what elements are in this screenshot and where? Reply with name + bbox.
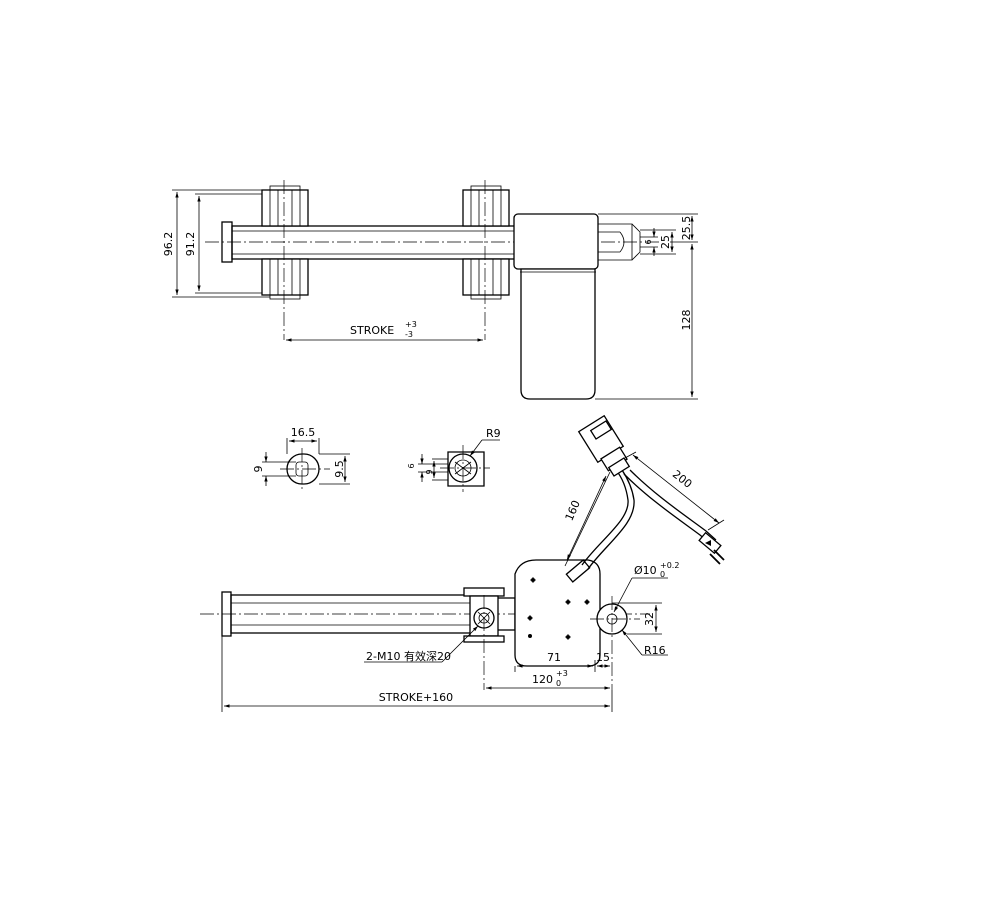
right-bracket <box>462 180 510 340</box>
svg-text:120: 120 <box>532 673 553 686</box>
svg-text:96.2: 96.2 <box>162 232 175 257</box>
plug-end <box>698 531 725 565</box>
svg-text:128: 128 <box>680 310 693 331</box>
cable <box>581 469 629 566</box>
motor-body <box>520 268 596 400</box>
dim-r16: R16 <box>621 629 668 657</box>
svg-text:+0.2: +0.2 <box>660 561 679 570</box>
svg-text:91.2: 91.2 <box>184 232 197 257</box>
dim-hole-dia: Ø10 +0.2 0 <box>613 561 679 613</box>
svg-text:6: 6 <box>407 463 416 468</box>
svg-text:STROKE: STROKE <box>350 324 394 337</box>
svg-text:25.5: 25.5 <box>680 216 693 241</box>
dim-96-2: 96.2 <box>162 189 270 298</box>
dim-128: 128 <box>595 244 698 400</box>
dim-15: 15 <box>596 651 610 668</box>
svg-text:Ø10: Ø10 <box>634 564 657 577</box>
dim-25: 25 <box>640 229 676 255</box>
svg-text:+3: +3 <box>556 669 568 678</box>
dim-32: 32 <box>612 602 662 635</box>
connector-head <box>577 414 631 477</box>
end-view: 16.5 9 9.5 <box>252 426 350 490</box>
svg-text:R9: R9 <box>486 427 501 440</box>
left-bracket <box>261 180 309 340</box>
dim-6: 6 <box>640 228 658 256</box>
svg-text:STROKE+160: STROKE+160 <box>379 691 453 704</box>
top-view: 96.2 91.2 STROKE +3 -3 25.5 <box>162 180 698 400</box>
svg-text:2-M10 有效深20: 2-M10 有效深20 <box>366 649 451 663</box>
dim-total-length: STROKE+160 <box>221 636 613 712</box>
svg-text:9.5: 9.5 <box>333 460 346 478</box>
svg-text:-3: -3 <box>405 330 413 339</box>
svg-text:R16: R16 <box>644 644 666 657</box>
svg-text:9: 9 <box>425 469 434 474</box>
svg-text:71: 71 <box>547 651 561 664</box>
clevis-view: R9 6 9 <box>407 427 501 492</box>
dim-71: 71 <box>514 651 596 672</box>
svg-text:160: 160 <box>563 498 583 522</box>
svg-text:32: 32 <box>643 612 656 626</box>
thread-note: 2-M10 有效深20 <box>364 625 479 663</box>
svg-text:6: 6 <box>644 239 653 244</box>
svg-text:16.5: 16.5 <box>291 426 316 439</box>
dim-91-2: 91.2 <box>184 193 262 294</box>
dim-200: 200 <box>624 451 725 531</box>
svg-text:0: 0 <box>660 570 665 579</box>
svg-text:15: 15 <box>596 651 610 664</box>
svg-text:0: 0 <box>556 679 561 688</box>
dim-120: 120 +3 0 <box>486 669 610 690</box>
svg-text:25: 25 <box>659 235 672 249</box>
dim-stroke: STROKE +3 -3 <box>286 320 483 342</box>
side-view: 160 200 Ø10 +0.2 0 32 R16 <box>200 414 725 712</box>
svg-text:9: 9 <box>252 466 265 473</box>
dim-25-5: 25.5 <box>598 213 698 243</box>
svg-text:+3: +3 <box>405 320 417 329</box>
gearbox-housing <box>513 213 641 270</box>
